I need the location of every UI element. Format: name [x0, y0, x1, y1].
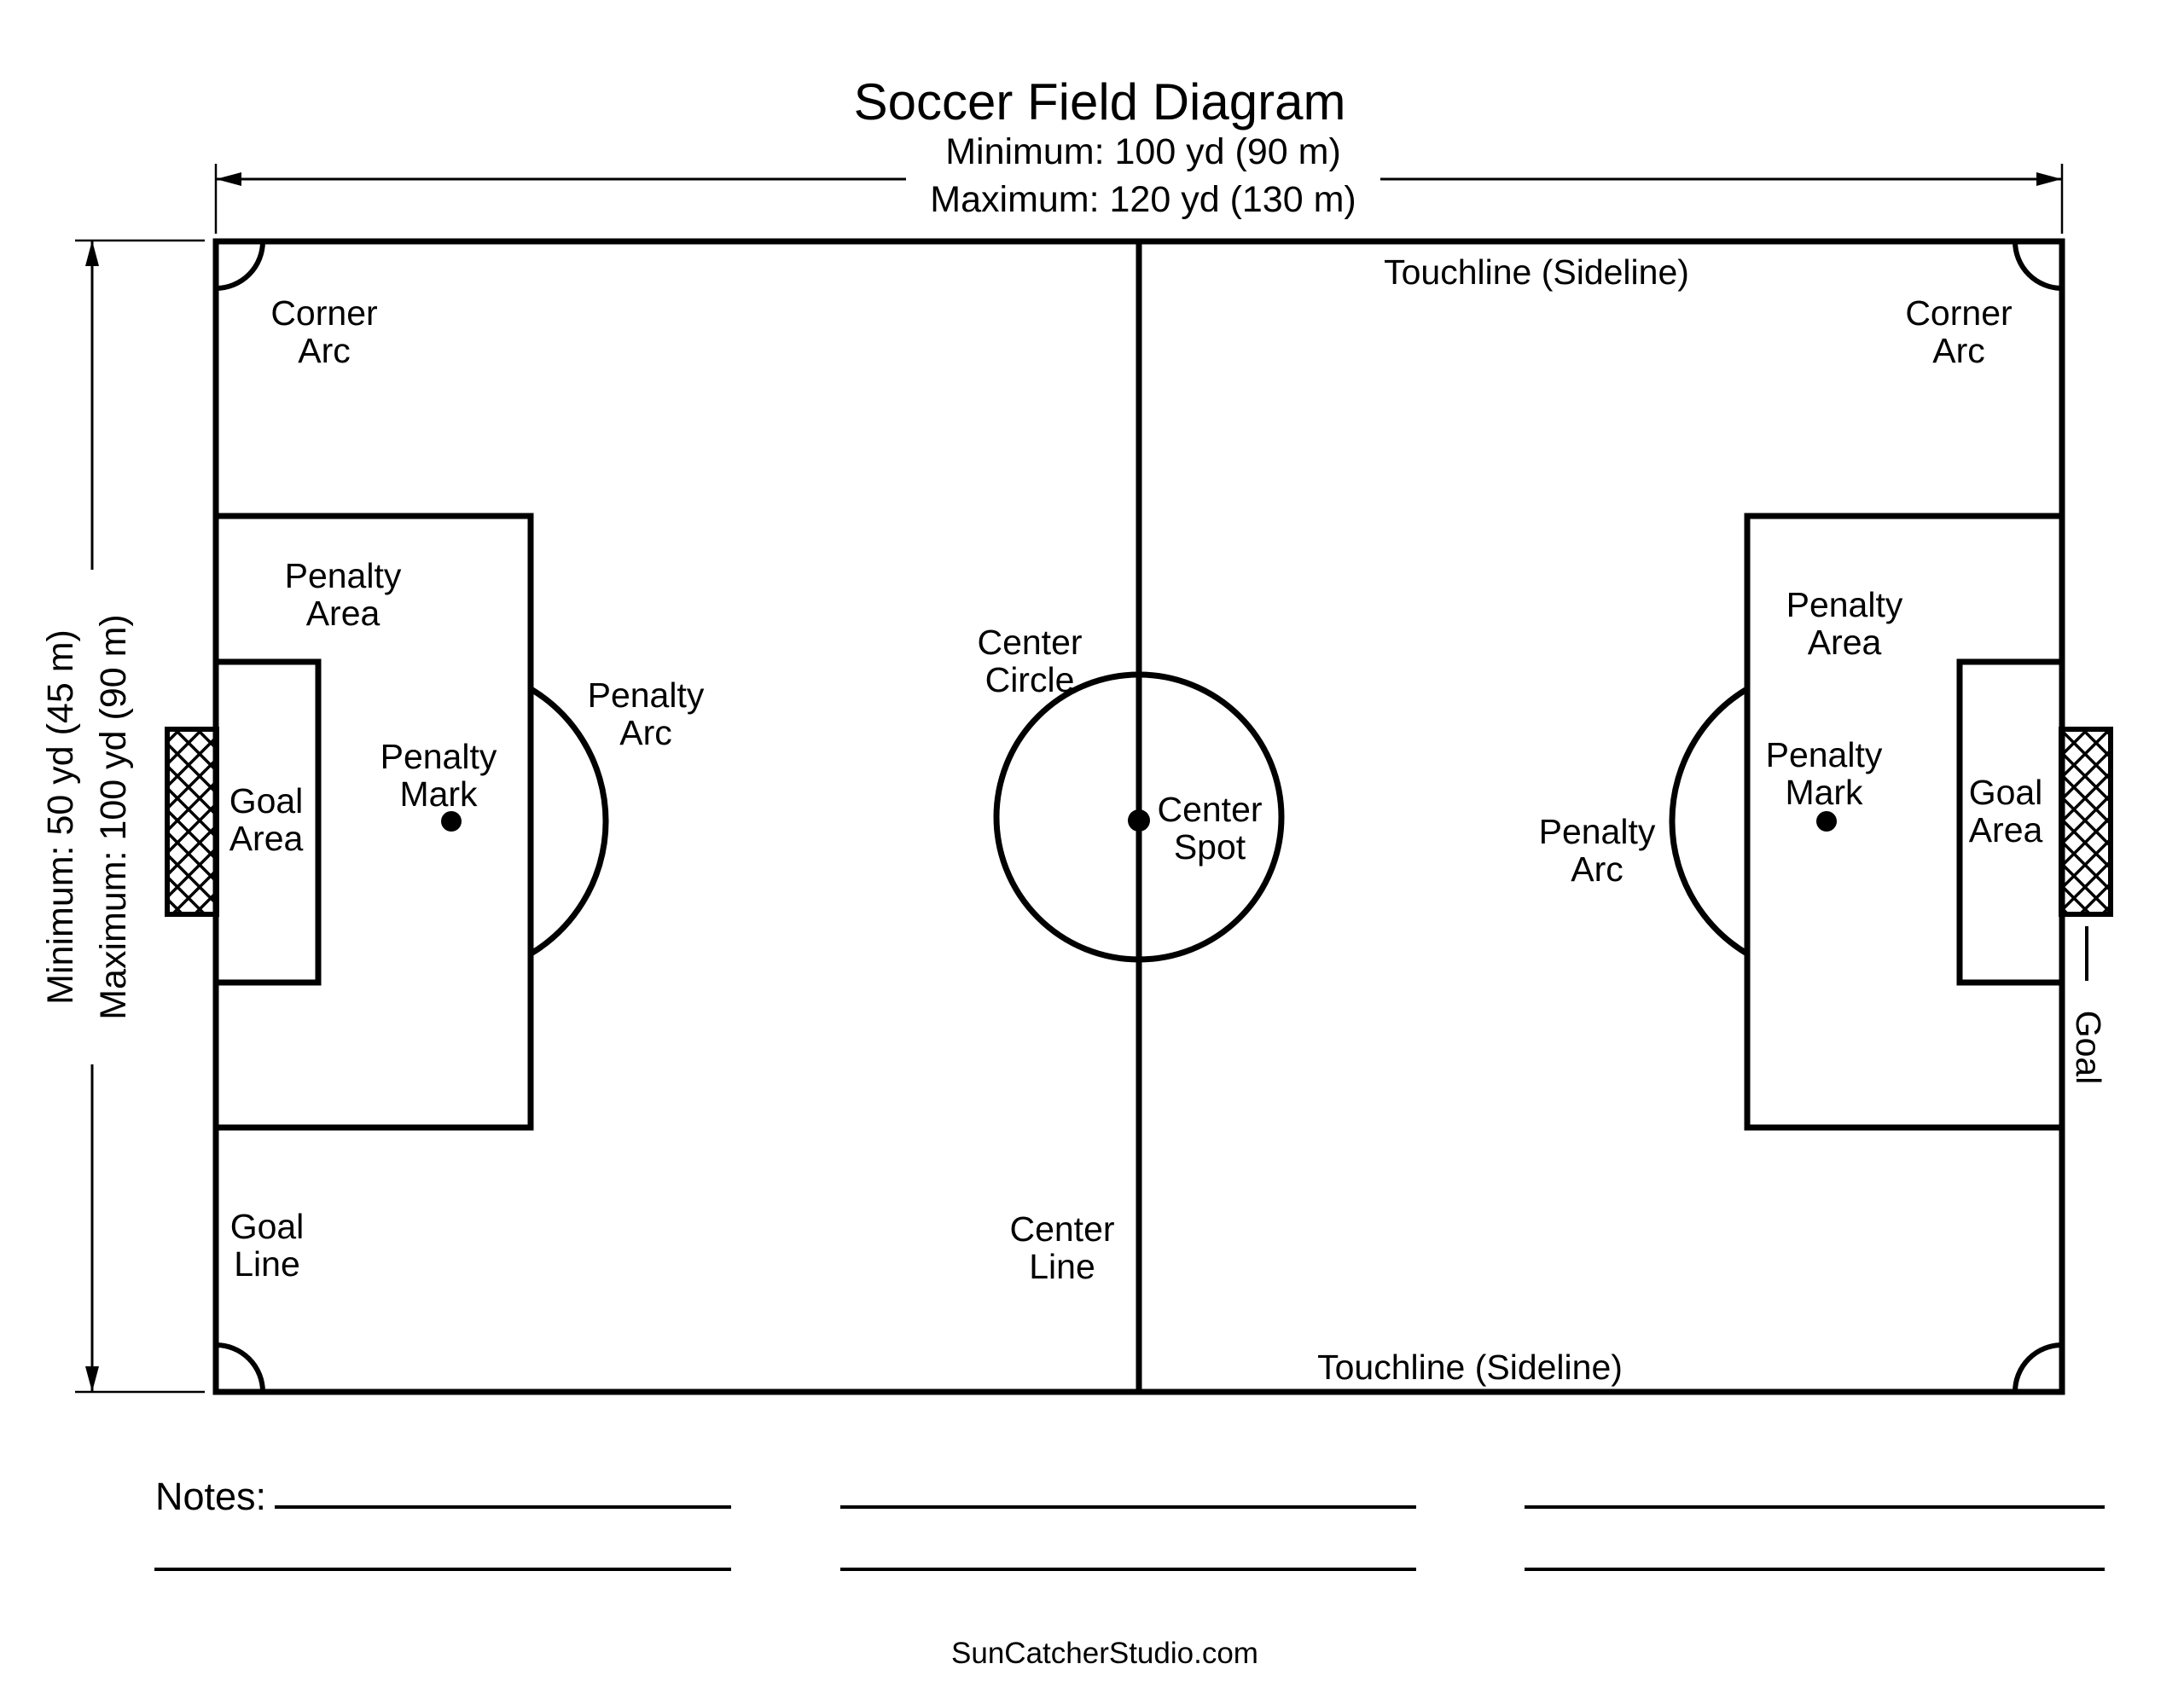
penalty-mark-label-left: Mark: [399, 774, 478, 814]
corner-arc-label-tr: Arc: [1932, 331, 1985, 370]
left-dimension-min-label: Minimum: 50 yd (45 m): [40, 629, 81, 1005]
top-dimension-min-label: Minimum: 100 yd (90 m): [945, 131, 1341, 172]
corner-arc-bottom-left: [215, 1342, 265, 1393]
penalty-area-label-right: Area: [1808, 623, 1882, 662]
corner-arc-top-left: [215, 241, 265, 291]
goal-area-label-left: Area: [229, 819, 304, 858]
penalty-area-label-right: Penalty: [1786, 585, 1903, 624]
penalty-area-label-left: Penalty: [285, 556, 402, 595]
goal-area-label-left: Goal: [229, 781, 304, 820]
penalty-arc-label-right: Penalty: [1539, 812, 1656, 851]
penalty-mark-right: [1816, 811, 1837, 832]
left-arrowhead-icon: [216, 172, 241, 186]
goal-right: [2059, 727, 2113, 917]
corner-arc-bottom-right: [2013, 1342, 2063, 1393]
center-line-label: Center: [1009, 1209, 1114, 1249]
left-dimension-max-label: Maximum: 100 yd (90 m): [93, 614, 134, 1020]
up-arrowhead-icon: [85, 241, 99, 266]
goal-area-label-right: Goal: [1969, 773, 2043, 812]
left-dimension: Minimum: 50 yd (45 m) Maximum: 100 yd (9…: [40, 239, 205, 1394]
touchline-label-top: Touchline (Sideline): [1384, 252, 1689, 292]
penalty-arc-label-right: Arc: [1571, 849, 1623, 889]
center-spot: [1128, 809, 1150, 832]
center-circle-label: Center: [977, 623, 1082, 662]
penalty-arc-label-left: Penalty: [588, 675, 705, 715]
center-spot-label: Center: [1157, 790, 1262, 829]
goal-label-right: Goal: [2069, 1011, 2108, 1085]
goal-left: [165, 727, 219, 917]
goal-area-label-right: Area: [1969, 810, 2043, 849]
penalty-arc-left: [529, 686, 609, 957]
center-spot-label: Spot: [1174, 827, 1246, 867]
left-penalty-complex: [165, 513, 609, 1131]
center-circle: [993, 671, 1285, 963]
right-arrowhead-icon: [2036, 172, 2062, 186]
corner-arc-top-right: [2013, 241, 2063, 291]
touchline-label-bottom: Touchline (Sideline): [1317, 1348, 1623, 1387]
penalty-area-label-left: Area: [306, 594, 380, 633]
right-penalty-complex: [1669, 513, 2113, 1131]
penalty-mark-label-left: Penalty: [380, 737, 497, 776]
corner-arc-label-tr: Corner: [1905, 293, 2012, 333]
page-title: Soccer Field Diagram: [854, 73, 1346, 130]
penalty-arc-label-left: Arc: [619, 713, 672, 752]
corner-arc-label-tl: Corner: [270, 293, 377, 333]
down-arrowhead-icon: [85, 1366, 99, 1392]
center-circle-label: Circle: [985, 660, 1075, 699]
penalty-mark-label-right: Penalty: [1766, 735, 1883, 774]
goal-line-label: Goal: [230, 1207, 305, 1246]
penalty-mark-left: [441, 811, 462, 832]
notes-section: Notes:: [154, 1475, 2105, 1571]
top-dimension: Minimum: 100 yd (90 m) Maximum: 120 yd (…: [214, 131, 2064, 234]
penalty-arc-right: [1669, 686, 1749, 957]
top-dimension-max-label: Maximum: 120 yd (130 m): [930, 179, 1356, 220]
field-labels: Corner Arc Corner Arc Touchline (Sidelin…: [229, 252, 2108, 1387]
goal-line-label: Line: [234, 1244, 300, 1284]
corner-arc-label-tl: Arc: [298, 331, 351, 370]
site-credit: SunCatcherStudio.com: [951, 1637, 1258, 1670]
notes-label: Notes:: [155, 1475, 266, 1518]
penalty-mark-label-right: Mark: [1785, 773, 1863, 812]
center-line-label: Line: [1029, 1247, 1095, 1286]
